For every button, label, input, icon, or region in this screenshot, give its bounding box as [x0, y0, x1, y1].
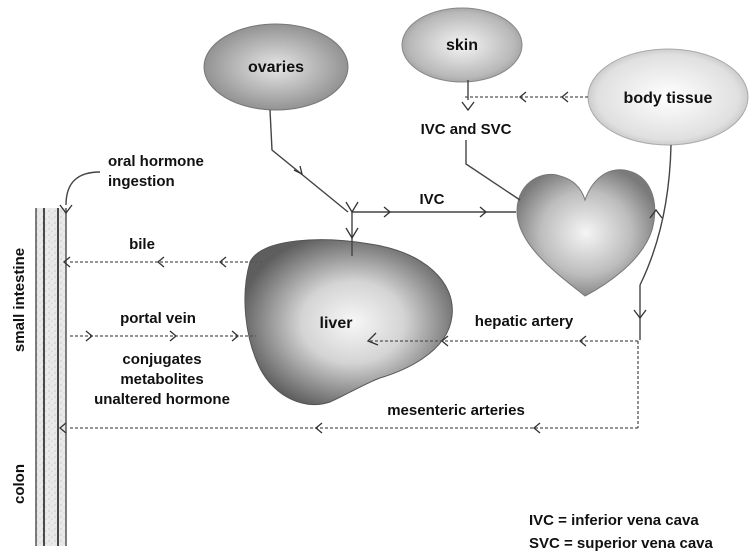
ivc-label: IVC [419, 191, 444, 208]
liver-label: liver [320, 315, 353, 332]
legend-svc: SVC = superior vena cava [529, 535, 714, 552]
portal-vein-label: portal vein [120, 310, 196, 327]
small-intestine-label: small intestine [11, 248, 28, 352]
intestine-tube [36, 208, 66, 546]
hepatic-artery-label: hepatic artery [475, 313, 574, 330]
skin-label: skin [446, 37, 478, 54]
colon-label: colon [11, 464, 28, 504]
legend-ivc: IVC = inferior vena cava [529, 512, 699, 529]
bile-label: bile [129, 236, 155, 253]
ingestion-label-line2: ingestion [108, 173, 175, 190]
ivc-and-svc-label: IVC and SVC [421, 121, 512, 138]
metabolites-line1: conjugates [122, 351, 201, 368]
body-tissue-label: body tissue [624, 90, 713, 107]
ovaries-label: ovaries [248, 59, 304, 76]
ingestion-label-line1: oral hormone [108, 153, 204, 170]
heart-shape [517, 170, 655, 296]
mesenteric-arteries-label: mesenteric arteries [387, 402, 525, 419]
metabolites-line2: metabolites [120, 371, 203, 388]
metabolites-line3: unaltered hormone [94, 391, 230, 408]
